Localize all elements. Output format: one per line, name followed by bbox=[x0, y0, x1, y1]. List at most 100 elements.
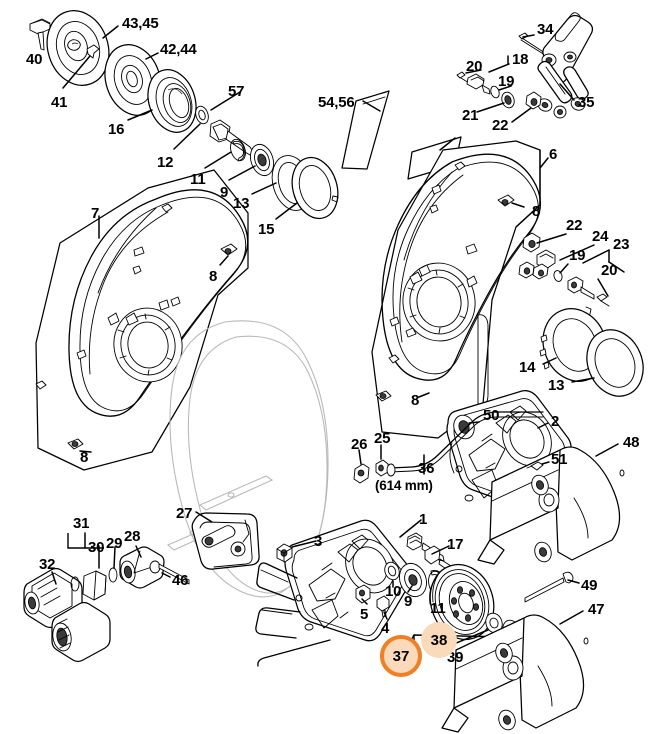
part-27-lever bbox=[191, 512, 260, 570]
part-callout-8[interactable]: 8 bbox=[209, 268, 218, 285]
part-41-key bbox=[86, 44, 100, 59]
part-callout-12[interactable]: 12 bbox=[157, 154, 174, 171]
part-callout-2[interactable]: 2 bbox=[551, 413, 560, 430]
part-callout-13[interactable]: 13 bbox=[233, 195, 250, 212]
group-rings-14-13 bbox=[539, 306, 644, 397]
group-handle-arm bbox=[456, 12, 594, 123]
part-callout-39[interactable]: 39 bbox=[447, 649, 464, 666]
part-callout-16[interactable]: 16 bbox=[108, 121, 125, 138]
part-callout-54-56[interactable]: 54,56 bbox=[318, 94, 355, 111]
part-callout-1[interactable]: 1 bbox=[419, 511, 428, 528]
part-1-crankcase bbox=[255, 519, 464, 667]
group-clutch-stack bbox=[29, 10, 339, 220]
part-callout-43-45[interactable]: 43,45 bbox=[122, 15, 159, 32]
part-25-clamp bbox=[375, 459, 389, 477]
part-17-bolts bbox=[406, 532, 464, 579]
part-callout-7[interactable]: 7 bbox=[91, 205, 100, 222]
part-callout-47[interactable]: 47 bbox=[588, 601, 605, 618]
part-callout-19[interactable]: 19 bbox=[569, 247, 586, 264]
part-49-bolt bbox=[524, 571, 574, 603]
highlighted-part-callout-37[interactable]: 37 bbox=[380, 635, 422, 677]
part-22-nut-right-2 bbox=[518, 261, 535, 279]
part-callout-20[interactable]: 20 bbox=[601, 262, 618, 279]
part-callout-13[interactable]: 13 bbox=[548, 377, 565, 394]
part-callout-19[interactable]: 19 bbox=[498, 73, 515, 90]
part-50-bushing bbox=[453, 414, 475, 440]
part-callout-36[interactable]: 36 bbox=[418, 460, 435, 477]
part-callout-11[interactable]: 11 bbox=[190, 171, 206, 188]
part-36-hose bbox=[386, 411, 544, 477]
group-bottom-left-fittings bbox=[23, 511, 260, 663]
part-callout-41[interactable]: 41 bbox=[51, 94, 68, 111]
part-callout-50[interactable]: 50 bbox=[483, 407, 500, 424]
part-callout-51[interactable]: 51 bbox=[551, 451, 568, 468]
part-3-nut bbox=[276, 543, 293, 563]
part-callout-3[interactable]: 3 bbox=[314, 533, 323, 550]
part-callout-21[interactable]: 21 bbox=[462, 107, 479, 124]
part-28-fitting bbox=[119, 546, 165, 589]
part-12-shaft bbox=[209, 119, 255, 156]
part-22-nut-right bbox=[522, 232, 541, 253]
part-callout-6[interactable]: 6 bbox=[549, 146, 558, 163]
part-callout-29[interactable]: 29 bbox=[106, 535, 123, 552]
part-callout-17[interactable]: 17 bbox=[447, 536, 464, 553]
part-40-bolt bbox=[29, 18, 51, 51]
part-callout-8[interactable]: 8 bbox=[411, 392, 420, 409]
part-35-arm bbox=[537, 12, 594, 119]
group-54-56-pads bbox=[341, 90, 462, 180]
part-callout-49[interactable]: 49 bbox=[581, 577, 598, 594]
part-callout-40[interactable]: 40 bbox=[26, 51, 43, 68]
part-29-oring bbox=[108, 567, 118, 583]
part-callout-20[interactable]: 20 bbox=[466, 58, 483, 75]
part-callout-22[interactable]: 22 bbox=[492, 117, 509, 134]
highlighted-part-callout-38[interactable]: 38 bbox=[421, 622, 457, 658]
part-callout-614-mm[interactable]: (614 mm) bbox=[375, 478, 433, 493]
part-32-coupler bbox=[23, 567, 111, 663]
part-18-fitting bbox=[466, 73, 491, 95]
part-callout-8[interactable]: 8 bbox=[532, 203, 541, 220]
part-42-44-disc bbox=[104, 44, 162, 116]
part-19-washer-upper bbox=[490, 85, 500, 99]
part-callout-31[interactable]: 31 bbox=[73, 515, 90, 532]
part-callout-9[interactable]: 9 bbox=[220, 184, 229, 201]
part-callout-9[interactable]: 9 bbox=[404, 593, 413, 610]
group-right-hardware bbox=[518, 232, 625, 307]
part-15-ring bbox=[291, 156, 339, 220]
part-46-pin bbox=[149, 560, 190, 585]
part-16-clutch-drum bbox=[147, 69, 197, 133]
group-fuel-line bbox=[353, 411, 544, 484]
part-callout-11[interactable]: 11 bbox=[430, 600, 446, 617]
part-7-housing-left bbox=[35, 169, 249, 471]
part-callout-25[interactable]: 25 bbox=[374, 430, 391, 447]
part-30-spring bbox=[82, 570, 107, 601]
part-47-cover bbox=[441, 610, 589, 733]
part-callout-15[interactable]: 15 bbox=[258, 221, 275, 238]
part-5-bushing bbox=[355, 584, 371, 604]
part-21-nut bbox=[501, 91, 515, 109]
part-callout-14[interactable]: 14 bbox=[519, 359, 536, 376]
part-callout-35[interactable]: 35 bbox=[578, 94, 595, 111]
part-57-washer bbox=[195, 105, 209, 125]
part-callout-28[interactable]: 28 bbox=[124, 528, 141, 545]
part-callout-23[interactable]: 23 bbox=[613, 236, 630, 253]
part-callout-26[interactable]: 26 bbox=[351, 436, 368, 453]
part-callout-30[interactable]: 30 bbox=[88, 539, 105, 556]
part-callout-4[interactable]: 4 bbox=[381, 620, 390, 637]
part-callout-18[interactable]: 18 bbox=[512, 51, 529, 68]
part-callout-46[interactable]: 46 bbox=[172, 572, 189, 589]
part-callout-5[interactable]: 5 bbox=[360, 606, 369, 623]
part-51-screw bbox=[526, 461, 544, 471]
part-callout-42-44[interactable]: 42,44 bbox=[160, 41, 197, 58]
part-callout-10[interactable]: 10 bbox=[385, 583, 402, 600]
part-callout-22[interactable]: 22 bbox=[566, 217, 583, 234]
part-callout-34[interactable]: 34 bbox=[537, 21, 554, 38]
part-callout-32[interactable]: 32 bbox=[39, 556, 56, 573]
part-callout-24[interactable]: 24 bbox=[592, 228, 609, 245]
part-43-45-disc bbox=[46, 10, 110, 86]
part-callout-48[interactable]: 48 bbox=[623, 434, 640, 451]
part-callout-57[interactable]: 57 bbox=[228, 83, 245, 100]
part-callout-27[interactable]: 27 bbox=[176, 505, 193, 522]
part-callout-8[interactable]: 8 bbox=[80, 449, 89, 466]
